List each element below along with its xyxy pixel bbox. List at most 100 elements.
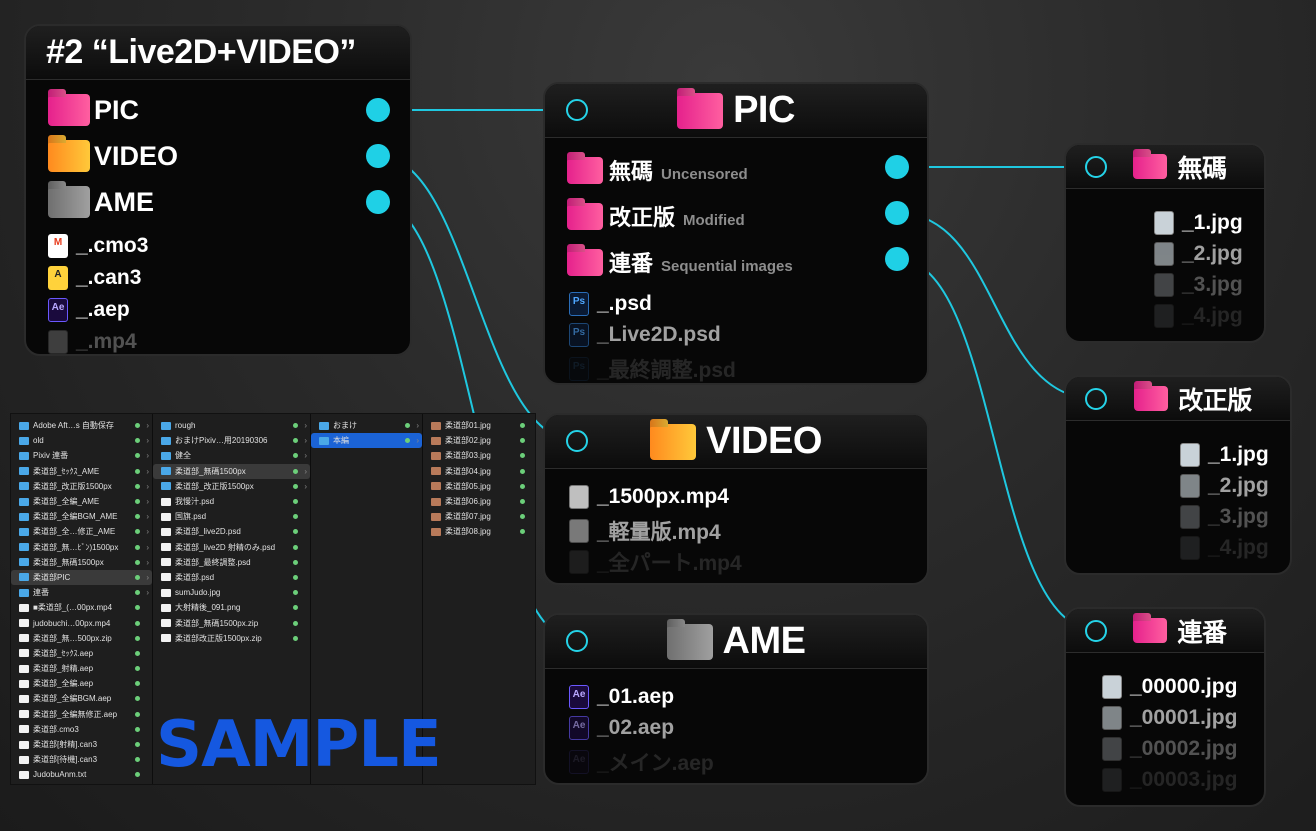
finder-item[interactable]: 柔道部改正版1500px.zip — [153, 631, 310, 646]
input-port-video[interactable] — [566, 430, 588, 452]
input-port-pic[interactable] — [566, 99, 588, 121]
finder-item[interactable]: old› — [11, 433, 152, 448]
output-port-pic[interactable] — [366, 98, 390, 122]
root-folder-ame[interactable]: AME — [48, 186, 154, 218]
root-file-can3[interactable]: A _.can3 — [48, 266, 141, 290]
uncensored-file-3[interactable]: _3.jpg — [1154, 273, 1243, 297]
video-node[interactable]: VIDEO _1500px.mp4 _軽量版.mp4 _全パート.mp4 — [543, 413, 929, 585]
finder-item[interactable]: 柔道部_無碼1500px› — [153, 463, 310, 479]
root-file-cmo3[interactable]: M _.cmo3 — [48, 234, 148, 258]
modified-file-4[interactable]: _4.jpg — [1180, 536, 1269, 560]
finder-item[interactable]: Adobe Aft…s 自動保存› — [11, 418, 152, 433]
modified-file-3[interactable]: _3.jpg — [1180, 505, 1269, 529]
root-file-mp4[interactable]: _.mp4 — [48, 330, 137, 354]
finder-item[interactable]: 柔道部PIC› — [11, 569, 152, 586]
modified-file-2[interactable]: _2.jpg — [1180, 474, 1269, 498]
modified-node[interactable]: 改正版 _1.jpg _2.jpg _3.jpg _4.jpg — [1064, 375, 1292, 575]
finder-item[interactable]: 柔道部07.jpg — [423, 509, 535, 524]
finder-item[interactable]: 柔道部_全編_AME› — [11, 494, 152, 509]
finder-item[interactable]: ■柔道部_(…00px.mp4 — [11, 600, 152, 615]
uncensored-file-2[interactable]: _2.jpg — [1154, 242, 1243, 266]
finder-item[interactable]: 柔道部_全…修正_AME› — [11, 524, 152, 539]
root-node[interactable]: #2 “Live2D+VIDEO” PIC VIDEO AME M _.cmo3… — [24, 24, 412, 356]
finder-item[interactable]: sumJudo.jpg — [153, 585, 310, 600]
input-port-ame[interactable] — [566, 630, 588, 652]
finder-item[interactable]: 柔道部_live2D.psd — [153, 524, 310, 539]
sequential-file-3[interactable]: _00002.jpg — [1102, 737, 1237, 761]
sequential-file-4[interactable]: _00003.jpg — [1102, 768, 1237, 792]
uncensored-file-1[interactable]: _1.jpg — [1154, 211, 1243, 235]
ame-file-1[interactable]: Ae _01.aep — [569, 685, 674, 709]
video-file-1[interactable]: _1500px.mp4 — [569, 485, 729, 509]
finder-item[interactable]: 柔道部05.jpg — [423, 479, 535, 494]
finder-item[interactable]: 柔道部_live2D 射精のみ.psd — [153, 540, 310, 555]
output-port-ame[interactable] — [366, 190, 390, 214]
input-port-sequential[interactable] — [1085, 620, 1107, 642]
finder-item[interactable]: JudobuAnm.txt — [11, 767, 152, 782]
finder-item[interactable]: 柔道部_ｾｯｸｽ.aep — [11, 646, 152, 661]
finder-item[interactable]: 柔道部_射精.aep — [11, 661, 152, 676]
sequential-file-2[interactable]: _00001.jpg — [1102, 706, 1237, 730]
finder-item-label: Adobe Aft…s 自動保存 — [33, 421, 114, 431]
finder-item[interactable]: 柔道部[射精].can3 — [11, 737, 152, 752]
pic-folder-sequential[interactable]: 連番 Sequential images — [567, 246, 793, 278]
finder-item[interactable]: 柔道部_無碼1500px› — [11, 555, 152, 570]
finder-item[interactable]: 柔道部03.jpg — [423, 448, 535, 463]
uncensored-file-4[interactable]: _4.jpg — [1154, 304, 1243, 328]
ame-file-2[interactable]: Ae _02.aep — [569, 716, 674, 740]
finder-item[interactable]: 柔道部_全編BGM_AME› — [11, 509, 152, 524]
root-folder-video[interactable]: VIDEO — [48, 140, 178, 172]
finder-item[interactable]: 柔道部04.jpg — [423, 464, 535, 479]
finder-item[interactable]: 柔道部_全編BGM.aep — [11, 691, 152, 706]
sequential-node[interactable]: 連番 _00000.jpg _00001.jpg _00002.jpg _000… — [1064, 607, 1266, 807]
finder-item[interactable]: 本編› — [311, 433, 422, 449]
finder-item[interactable]: 柔道部_全編無修正.aep — [11, 707, 152, 722]
root-file-aep[interactable]: Ae _.aep — [48, 298, 130, 322]
finder-item[interactable]: judobuchi…00px.mp4 — [11, 615, 152, 630]
finder-item[interactable]: おまけ› — [311, 418, 422, 433]
finder-item[interactable]: 柔道部_最終調整.psd — [153, 555, 310, 570]
modified-file-1[interactable]: _1.jpg — [1180, 443, 1269, 467]
finder-item[interactable]: Pixiv 連番› — [11, 448, 152, 463]
pic-file-psd[interactable]: Ps _.psd — [569, 292, 652, 316]
finder-item[interactable]: 柔道部02.jpg — [423, 433, 535, 448]
sequential-file-1[interactable]: _00000.jpg — [1102, 675, 1237, 699]
pic-node[interactable]: PIC 無碼 Uncensored 改正版 Modified 連番 Sequen… — [543, 82, 929, 385]
finder-item[interactable]: 柔道部_改正版1500px› — [153, 479, 310, 494]
finder-item[interactable]: 我慢汁.psd — [153, 494, 310, 509]
finder-item[interactable]: 国旗.psd — [153, 509, 310, 524]
finder-item-label: 柔道部改正版1500px.zip — [175, 633, 262, 643]
input-port-uncensored[interactable] — [1085, 156, 1107, 178]
finder-item[interactable]: 柔道部08.jpg — [423, 524, 535, 539]
pic-file-live2d-psd[interactable]: Ps _Live2D.psd — [569, 323, 721, 347]
output-port-video[interactable] — [366, 144, 390, 168]
ame-node[interactable]: AME Ae _01.aep Ae _02.aep Ae _メイン.aep — [543, 613, 929, 785]
ame-file-3[interactable]: Ae _メイン.aep — [569, 747, 714, 777]
output-port-modified[interactable] — [885, 201, 909, 225]
output-port-sequential[interactable] — [885, 247, 909, 271]
finder-item[interactable]: 柔道部01.jpg — [423, 418, 535, 433]
finder-item[interactable]: 柔道部_全編.aep — [11, 676, 152, 691]
finder-item[interactable]: おまけPixiv…用20190306› — [153, 433, 310, 448]
finder-item[interactable]: 柔道部_無…500px.zip — [11, 631, 152, 646]
finder-item[interactable]: 大射精後_091.png — [153, 600, 310, 615]
finder-item[interactable]: 柔道部_無…ﾋﾞﾝ)1500px› — [11, 540, 152, 555]
finder-item[interactable]: 連番› — [11, 585, 152, 600]
pic-file-final-psd[interactable]: Ps _最終調整.psd — [569, 354, 736, 383]
video-file-2[interactable]: _軽量版.mp4 — [569, 516, 721, 546]
output-port-uncensored[interactable] — [885, 155, 909, 179]
video-file-3[interactable]: _全パート.mp4 — [569, 547, 742, 577]
root-folder-pic[interactable]: PIC — [48, 94, 139, 126]
pic-folder-uncensored[interactable]: 無碼 Uncensored — [567, 154, 748, 186]
finder-item[interactable]: 柔道部_ｾｯｸｽ_AME› — [11, 464, 152, 479]
finder-item[interactable]: 柔道部[待機].can3 — [11, 752, 152, 767]
input-port-modified[interactable] — [1085, 388, 1107, 410]
finder-item[interactable]: 柔道部_無碼1500px.zip — [153, 615, 310, 630]
finder-item[interactable]: 柔道部_改正版1500px› — [11, 479, 152, 494]
finder-item[interactable]: 柔道部.psd — [153, 570, 310, 585]
finder-item[interactable]: 健全› — [153, 448, 310, 463]
pic-folder-modified[interactable]: 改正版 Modified — [567, 200, 745, 232]
finder-item[interactable]: 柔道部.cmo3 — [11, 722, 152, 737]
finder-item[interactable]: rough› — [153, 418, 310, 433]
finder-item[interactable]: 柔道部06.jpg — [423, 494, 535, 509]
